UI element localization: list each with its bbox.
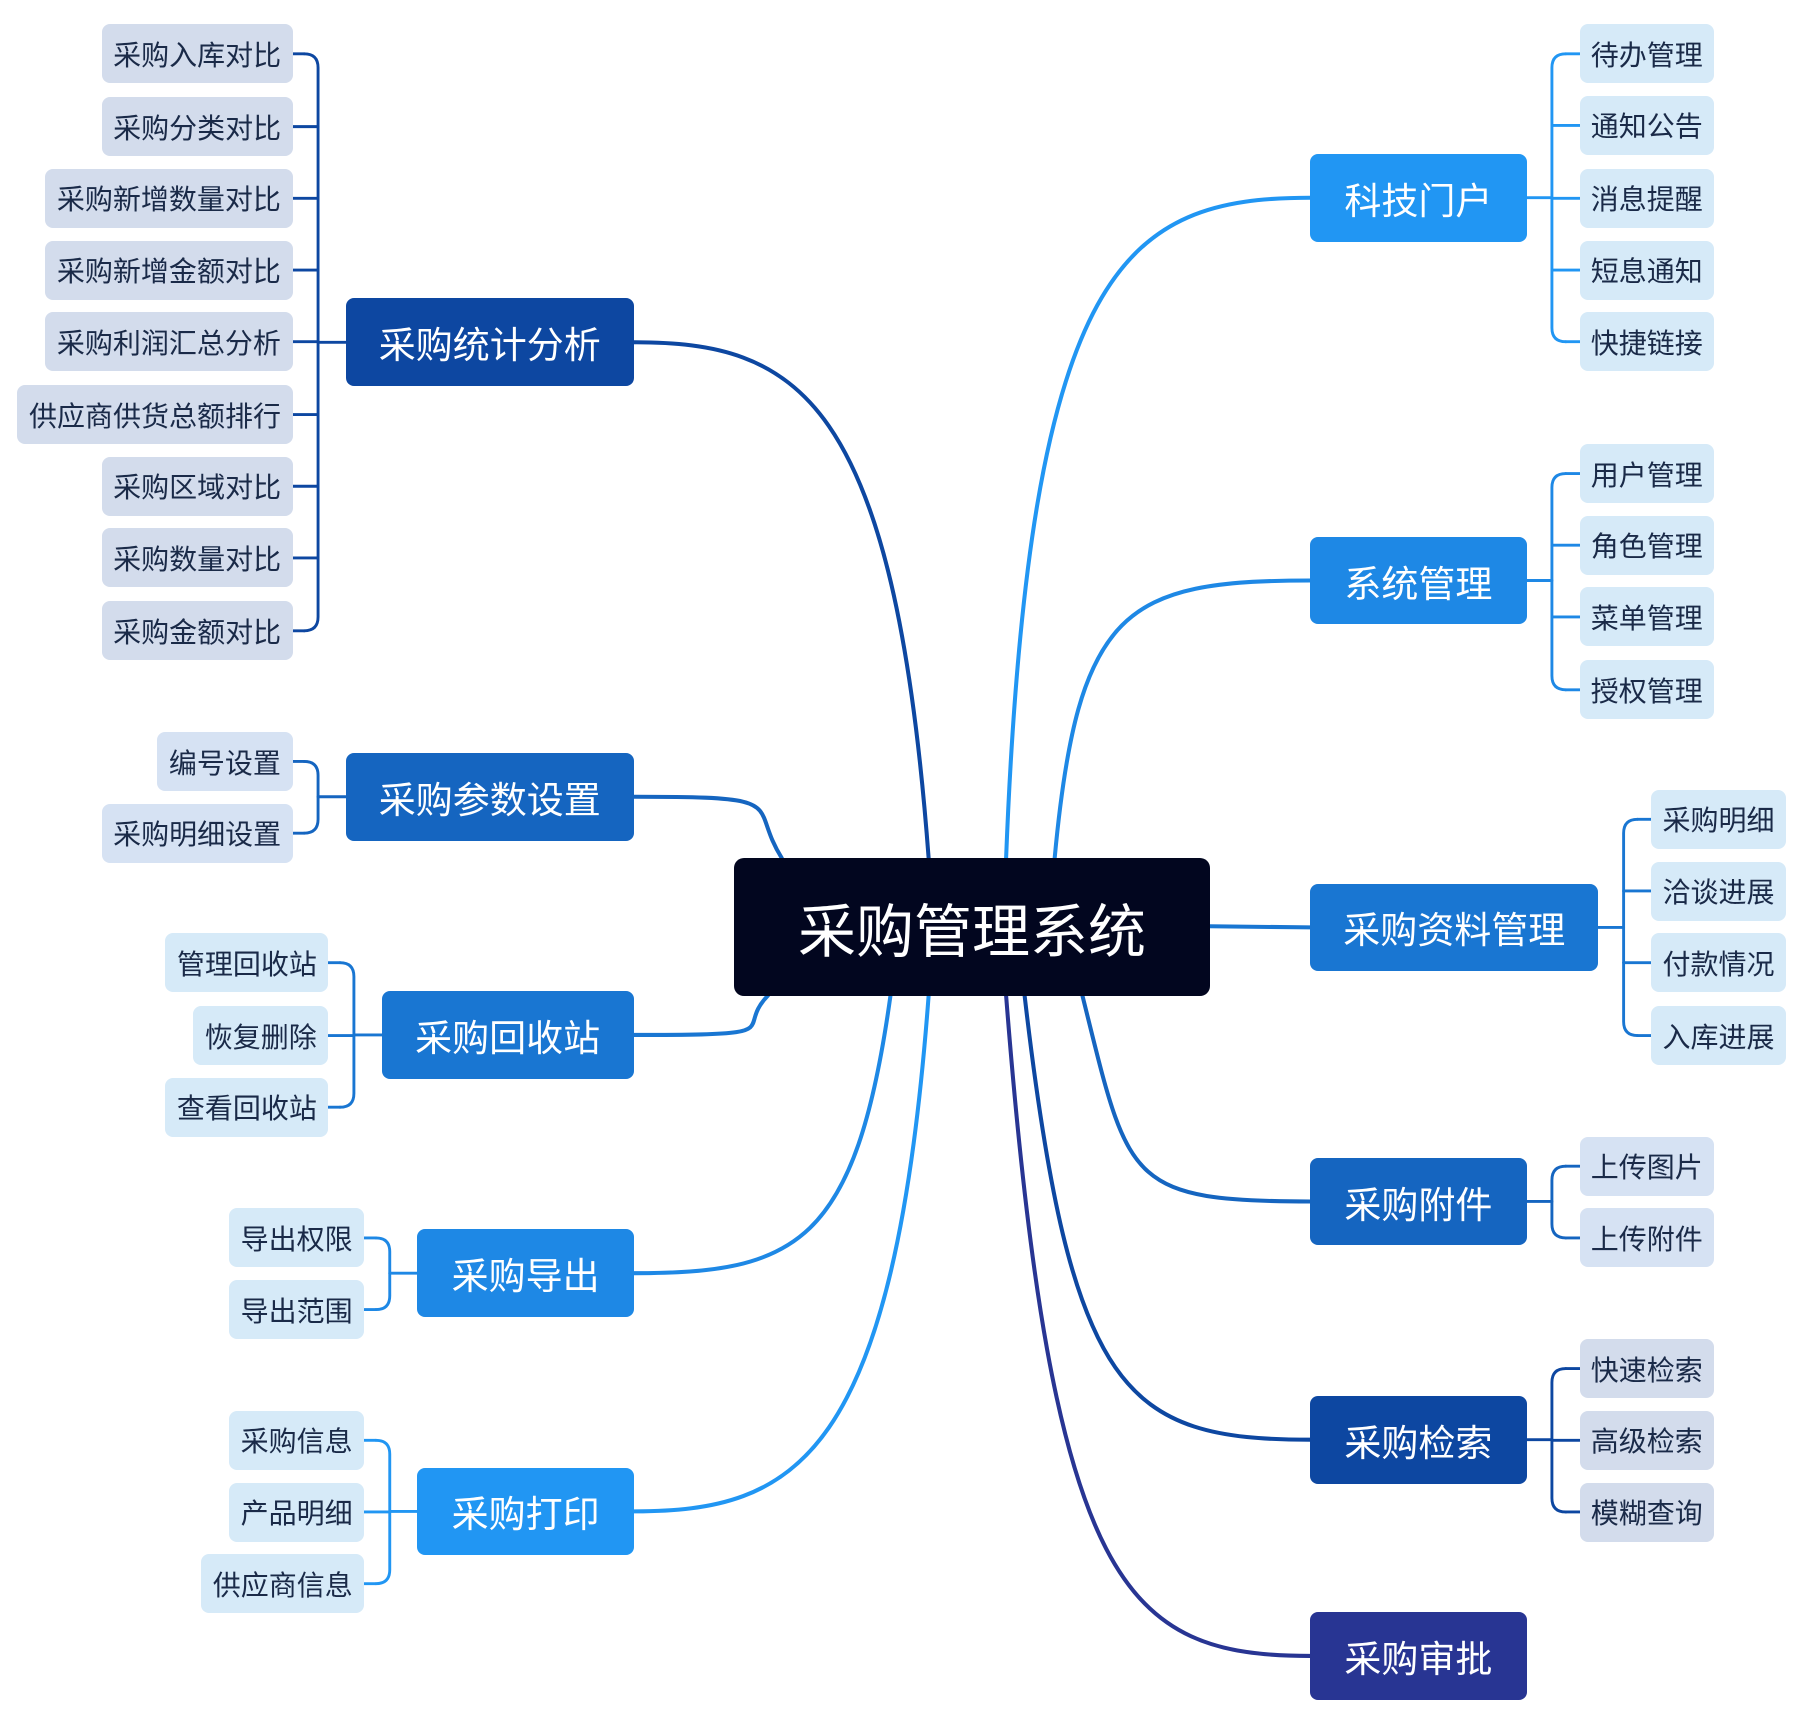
leaf-node[interactable]: 消息提醒 <box>1579 168 1714 228</box>
connector-line <box>1622 817 1639 1037</box>
connector-line <box>302 760 320 835</box>
leaf-node[interactable]: 入库进展 <box>1651 1006 1786 1066</box>
branch-node-search[interactable]: 采购检索 <box>1310 1395 1527 1484</box>
connector-line <box>1080 993 1313 1204</box>
branch-node-recycle-bin[interactable]: 采购回收站 <box>381 991 634 1079</box>
leaf-node[interactable]: 快速检索 <box>1579 1339 1714 1399</box>
leaf-node[interactable]: 短息通知 <box>1579 240 1714 300</box>
leaf-node[interactable]: 洽谈进展 <box>1651 861 1786 921</box>
leaf-node[interactable]: 采购区域对比 <box>101 456 293 516</box>
leaf-node[interactable]: 采购新增数量对比 <box>45 168 293 228</box>
leaf-node[interactable]: 采购分类对比 <box>101 97 293 157</box>
connector-line <box>1052 578 1313 861</box>
connector-line <box>631 993 770 1037</box>
leaf-node[interactable]: 导出权限 <box>228 1208 365 1268</box>
leaf-node[interactable]: 查看回收站 <box>165 1077 329 1137</box>
connector-line <box>1022 993 1313 1442</box>
leaf-node[interactable]: 待办管理 <box>1579 24 1714 84</box>
connector-line <box>1550 472 1568 692</box>
leaf-node[interactable]: 通知公告 <box>1579 95 1714 155</box>
branch-node-purchase-data[interactable]: 采购资料管理 <box>1310 883 1599 972</box>
connector-line <box>374 1236 392 1312</box>
leaf-node[interactable]: 上传图片 <box>1579 1136 1714 1196</box>
connector-line <box>631 794 784 861</box>
connector-line <box>631 993 893 1276</box>
branch-node-attachments[interactable]: 采购附件 <box>1310 1157 1527 1246</box>
leaf-node[interactable]: 模糊查询 <box>1579 1482 1714 1542</box>
branch-node-print[interactable]: 采购打印 <box>417 1467 634 1556</box>
root-node[interactable]: 采购管理系统 <box>734 858 1210 996</box>
connector-line <box>1550 1164 1568 1240</box>
leaf-node[interactable]: 角色管理 <box>1579 515 1714 575</box>
leaf-node[interactable]: 管理回收站 <box>165 933 329 993</box>
leaf-node[interactable]: 采购数量对比 <box>101 528 293 588</box>
connector-line <box>1004 993 1313 1658</box>
connector-line <box>1004 195 1313 861</box>
leaf-node[interactable]: 采购利润汇总分析 <box>45 312 293 372</box>
leaf-node[interactable]: 编号设置 <box>157 732 293 791</box>
leaf-node[interactable]: 采购信息 <box>228 1410 365 1470</box>
leaf-node[interactable]: 授权管理 <box>1579 660 1714 720</box>
branch-node-statistics[interactable]: 采购统计分析 <box>345 298 634 387</box>
branch-node-export[interactable]: 采购导出 <box>417 1229 634 1318</box>
branch-node-parameters[interactable]: 采购参数设置 <box>345 752 634 841</box>
leaf-node[interactable]: 上传附件 <box>1579 1208 1714 1268</box>
leaf-node[interactable]: 菜单管理 <box>1579 587 1714 647</box>
leaf-node[interactable]: 恢复删除 <box>193 1006 329 1066</box>
leaf-node[interactable]: 付款情况 <box>1651 933 1786 993</box>
leaf-node[interactable]: 高级检索 <box>1579 1410 1714 1470</box>
branch-node-approval[interactable]: 采购审批 <box>1310 1612 1527 1700</box>
leaf-node[interactable]: 供应商信息 <box>201 1554 365 1614</box>
leaf-node[interactable]: 采购新增金额对比 <box>45 240 293 300</box>
leaf-node[interactable]: 产品明细 <box>228 1482 365 1542</box>
leaf-node[interactable]: 供应商供货总额排行 <box>17 385 293 445</box>
leaf-node[interactable]: 采购明细 <box>1651 789 1786 849</box>
leaf-node[interactable]: 采购入库对比 <box>101 24 293 84</box>
branch-node-keji-portal[interactable]: 科技门户 <box>1310 153 1527 242</box>
connector-line <box>631 340 931 861</box>
leaf-node[interactable]: 导出范围 <box>228 1280 365 1340</box>
leaf-node[interactable]: 快捷链接 <box>1579 312 1714 372</box>
connector-line <box>1207 924 1313 930</box>
leaf-node[interactable]: 用户管理 <box>1579 444 1714 504</box>
branch-node-system-management[interactable]: 系统管理 <box>1310 536 1527 625</box>
leaf-node[interactable]: 采购金额对比 <box>101 601 293 661</box>
leaf-node[interactable]: 采购明细设置 <box>101 803 293 863</box>
connector-line <box>631 993 931 1514</box>
